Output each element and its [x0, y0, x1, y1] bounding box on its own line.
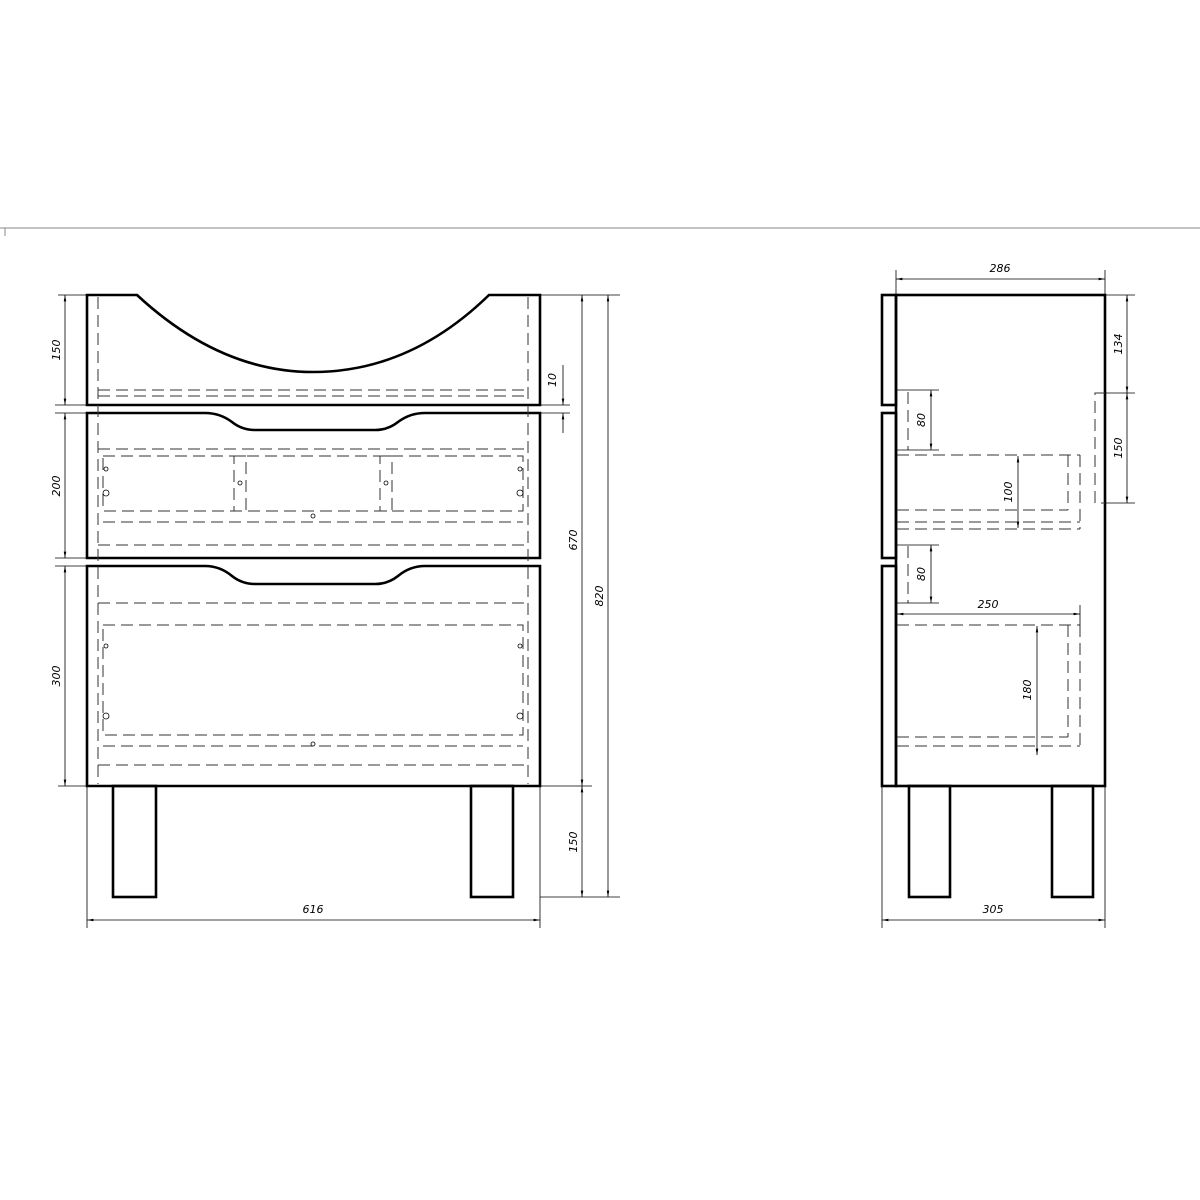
dim-body-height: 670 — [567, 530, 580, 551]
side-dimensions: 286 134 150 80 100 80 250 180 — [881, 262, 1135, 928]
dim-drawer1-height: 200 — [50, 476, 63, 497]
dim-leg-height: 150 — [567, 832, 580, 853]
dim-top-panel-height: 150 — [50, 340, 63, 361]
leg-left — [111, 784, 158, 899]
dim-drawer2-box-depth: 250 — [978, 598, 999, 611]
dim-drawer2-height: 300 — [50, 666, 63, 687]
leg-right — [469, 784, 515, 899]
dim-width: 616 — [303, 903, 324, 916]
dim-drawer2-box-height: 180 — [1021, 680, 1034, 701]
hidden-lines — [97, 297, 529, 784]
side-body — [894, 293, 1107, 788]
dim-top-offset: 134 — [1112, 334, 1125, 355]
front-view: 150 200 300 10 670 150 820 616 — [50, 293, 620, 928]
side-leg-front — [907, 784, 952, 899]
side-view: 286 134 150 80 100 80 250 180 — [880, 262, 1135, 928]
sheet-border — [0, 227, 1200, 236]
dim-back-cutout: 150 — [1112, 438, 1125, 459]
side-hidden-lines — [897, 392, 1105, 747]
dim-total-height: 820 — [593, 586, 606, 607]
side-drawer-2-front — [880, 564, 898, 788]
dim-total-depth: 305 — [983, 903, 1004, 916]
side-top-panel — [880, 293, 898, 407]
dim-body-depth: 286 — [990, 262, 1011, 275]
dim-gap: 10 — [546, 373, 559, 387]
dim-drawer1-front-gap: 80 — [915, 413, 928, 427]
drawer-1 — [85, 411, 542, 560]
side-drawer-1-front — [880, 411, 898, 560]
dim-drawer1-box-height: 100 — [1002, 482, 1015, 503]
top-panel — [85, 293, 542, 407]
drawer-2 — [85, 564, 542, 788]
dim-drawer2-front-gap: 80 — [915, 567, 928, 581]
side-leg-back — [1050, 784, 1095, 899]
front-dimensions: 150 200 300 10 670 150 820 616 — [50, 294, 620, 928]
